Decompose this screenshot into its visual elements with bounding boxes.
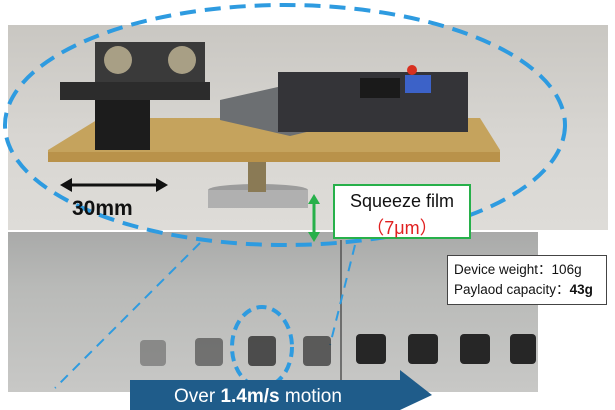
payload-label: Paylaod capacity：	[454, 282, 570, 297]
motion-suffix: motion	[279, 386, 342, 407]
device-weight-label: Device weight：	[454, 262, 552, 277]
squeeze-film-callout: Squeeze film （7μm）	[333, 184, 471, 239]
motion-prefix: Over	[174, 386, 221, 407]
led	[407, 65, 417, 75]
motor-left	[104, 46, 132, 74]
motion-arrow-banner	[130, 370, 432, 410]
motion-caption: Over 1.4m/s motion	[174, 386, 342, 408]
squeeze-film-value: （7μm）	[366, 218, 438, 238]
zoom-line-left	[54, 242, 201, 389]
spec-box: Device weight：106g Paylaod capacity：43g	[447, 255, 607, 305]
microcontroller	[360, 78, 400, 98]
disc-shaft	[248, 162, 266, 192]
motion-speed: 1.4m/s	[220, 386, 280, 407]
potentiometer	[405, 75, 431, 93]
device-weight-row: Device weight：106g	[454, 260, 600, 280]
payload-row: Paylaod capacity：43g	[454, 280, 600, 300]
zoom-line-right	[329, 244, 356, 346]
divider-line	[340, 240, 342, 390]
dimension-label: 30mm	[72, 197, 133, 220]
driver-board	[60, 82, 210, 100]
vertical-double-arrow-icon	[308, 194, 320, 242]
connector-block	[95, 100, 150, 150]
motor-right	[168, 46, 196, 74]
disc-body	[208, 190, 308, 208]
base-plate-edge	[48, 152, 500, 162]
squeeze-film-title: Squeeze film	[349, 191, 455, 211]
device-weight-value: 106g	[551, 262, 582, 277]
motion-frames	[140, 334, 536, 366]
zoom-ellipse	[3, 3, 567, 247]
double-arrow-icon	[60, 178, 168, 192]
payload-value: 43g	[569, 282, 593, 297]
